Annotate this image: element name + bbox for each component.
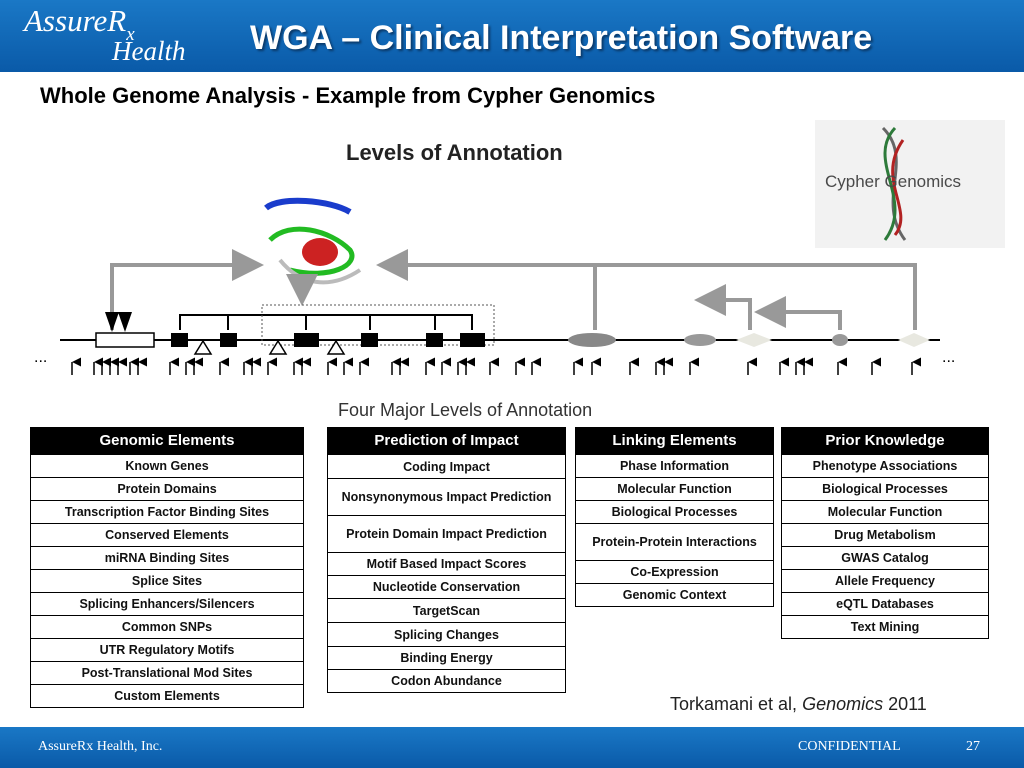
- table-row: Molecular Function: [782, 500, 988, 523]
- slide-subtitle: Whole Genome Analysis - Example from Cyp…: [40, 83, 656, 108]
- table-header: Genomic Elements: [31, 428, 303, 454]
- table-row: Post-Translational Mod Sites: [31, 661, 303, 684]
- table-row: Coding Impact: [328, 454, 565, 478]
- table-prior-knowledge: Prior Knowledge Phenotype Associations B…: [781, 427, 989, 639]
- table-header: Prediction of Impact: [328, 428, 565, 454]
- table-row: Binding Energy: [328, 646, 565, 669]
- four-levels-title: Four Major Levels of Annotation: [338, 400, 593, 420]
- cypher-genomics-logo: Cypher Genomics: [815, 120, 1005, 248]
- figure-title: Levels of Annotation: [346, 140, 563, 165]
- table-row: Conserved Elements: [31, 523, 303, 546]
- footer-company: AssureRx Health, Inc.: [38, 739, 163, 754]
- variant-markers: [71, 357, 921, 375]
- table-row: Genomic Context: [576, 583, 773, 606]
- annotation-diagram: ... ...: [34, 197, 955, 375]
- table-row: Protein-Protein Interactions: [576, 523, 773, 560]
- table-row: Allele Frequency: [782, 569, 988, 592]
- table-genomic-elements: Genomic Elements Known Genes Protein Dom…: [30, 427, 304, 708]
- table-header: Linking Elements: [576, 428, 773, 454]
- table-row: Biological Processes: [576, 500, 773, 523]
- table-row: Molecular Function: [576, 477, 773, 500]
- table-row: Nonsynonymous Impact Prediction: [328, 478, 565, 515]
- table-row: Text Mining: [782, 615, 988, 638]
- table-row: Known Genes: [31, 454, 303, 477]
- table-header: Prior Knowledge: [782, 428, 988, 454]
- table-row: Splicing Enhancers/Silencers: [31, 592, 303, 615]
- footer-confidential: CONFIDENTIAL: [798, 739, 901, 754]
- table-row: UTR Regulatory Motifs: [31, 638, 303, 661]
- table-row: Biological Processes: [782, 477, 988, 500]
- table-row: GWAS Catalog: [782, 546, 988, 569]
- table-row: miRNA Binding Sites: [31, 546, 303, 569]
- logo-sub-text: Health: [112, 36, 186, 66]
- slide-title: WGA – Clinical Interpretation Software: [250, 19, 873, 57]
- logo-subscript: x: [126, 24, 135, 45]
- table-row: Splice Sites: [31, 569, 303, 592]
- table-row: Co-Expression: [576, 560, 773, 583]
- table-row: Codon Abundance: [328, 669, 565, 692]
- table-row: Protein Domain Impact Prediction: [328, 515, 565, 552]
- ellipsis-left: ...: [34, 349, 47, 366]
- table-row: eQTL Databases: [782, 592, 988, 615]
- logo-main-text: AssureR: [24, 3, 127, 38]
- table-prediction-of-impact: Prediction of Impact Coding Impact Nonsy…: [327, 427, 566, 693]
- table-row: TargetScan: [328, 598, 565, 622]
- table-row: Splicing Changes: [328, 622, 565, 646]
- company-logo: AssureRx: [24, 3, 135, 46]
- table-row: Phenotype Associations: [782, 454, 988, 477]
- header-bar: AssureRx Health WGA – Clinical Interpret…: [0, 0, 1024, 72]
- ellipsis-right: ...: [942, 349, 955, 366]
- cypher-logo-text: Cypher Genomics: [825, 172, 962, 191]
- table-row: Drug Metabolism: [782, 523, 988, 546]
- citation-journal: Genomics: [802, 694, 884, 714]
- footer-bar: AssureRx Health, Inc. CONFIDENTIAL 27: [0, 727, 1024, 768]
- citation-authors: Torkamani et al,: [670, 694, 803, 714]
- table-row: Nucleotide Conservation: [328, 575, 565, 598]
- table-row: Protein Domains: [31, 477, 303, 500]
- table-row: Transcription Factor Binding Sites: [31, 500, 303, 523]
- table-row: Motif Based Impact Scores: [328, 552, 565, 575]
- page-number: 27: [966, 739, 980, 754]
- table-row: Phase Information: [576, 454, 773, 477]
- table-row: Common SNPs: [31, 615, 303, 638]
- citation: Torkamani et al, Genomics 2011: [670, 694, 927, 715]
- citation-year: 2011: [883, 694, 927, 714]
- table-row: Custom Elements: [31, 684, 303, 707]
- protein-structure-image: [264, 197, 362, 291]
- table-linking-elements: Linking Elements Phase Information Molec…: [575, 427, 774, 607]
